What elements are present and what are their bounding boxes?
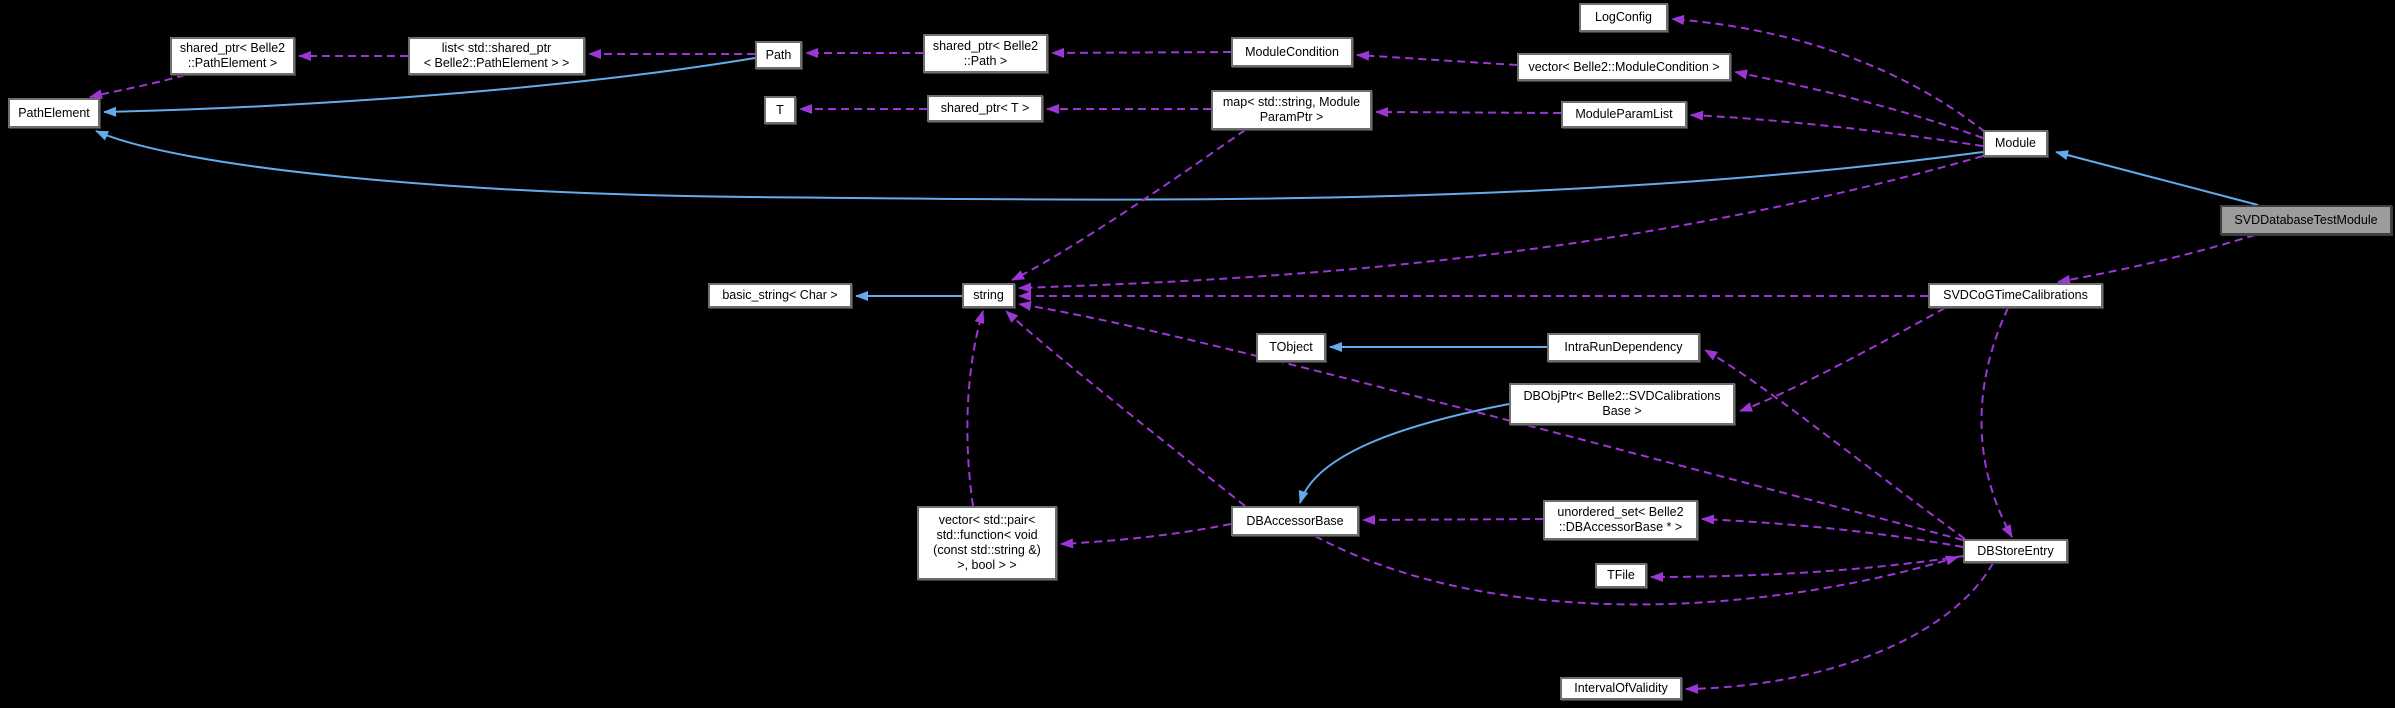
node-tobject[interactable]: TObject xyxy=(1256,333,1326,362)
edge-module-condition-to-shared-ptr-path xyxy=(1051,47,1232,58)
node-list-shared-ptr: list< std::shared_ptr < Belle2::PathElem… xyxy=(408,37,585,75)
node-svd-cog-time-calibrations[interactable]: SVDCoGTimeCalibrations xyxy=(1928,283,2103,308)
edge-module-to-log-config xyxy=(1671,14,1986,133)
node-path-element[interactable]: PathElement xyxy=(8,98,100,128)
node-module[interactable]: Module xyxy=(1983,130,2048,157)
edge-db-store-entry-to-interval-of-validity xyxy=(1685,562,1994,694)
node-db-accessor-base[interactable]: DBAccessorBase xyxy=(1231,506,1359,536)
node-tfile[interactable]: TFile xyxy=(1595,563,1647,588)
edge-unordered-set-dbaccessorbase-to-db-accessor-base xyxy=(1362,514,1544,525)
edge-module-to-string xyxy=(1018,155,1984,293)
edge-vector-modulecondition-to-module-condition xyxy=(1356,50,1518,66)
edge-module-param-list-to-map-moduleparamptr xyxy=(1375,107,1562,118)
node-unordered-set-dbaccessorbase: unordered_set< Belle2 ::DBAccessorBase *… xyxy=(1543,500,1698,540)
node-t: T xyxy=(764,96,796,124)
edge-db-store-entry-to-intra-run-dependency xyxy=(1704,349,1966,540)
edge-module-to-module-param-list xyxy=(1690,110,1984,147)
node-module-param-list[interactable]: ModuleParamList xyxy=(1561,101,1687,128)
edge-module-to-vector-modulecondition xyxy=(1734,69,1984,139)
edge-db-accessor-base-to-db-store-entry xyxy=(1314,535,1959,606)
node-dbobjptr-svdcalibrationsbase[interactable]: DBObjPtr< Belle2::SVDCalibrations Base > xyxy=(1509,383,1735,425)
edge-module-to-path-element xyxy=(95,130,1984,201)
edge-svd-cog-time-calibrations-to-db-store-entry xyxy=(1980,307,2013,538)
node-path[interactable]: Path xyxy=(755,41,802,69)
node-db-store-entry[interactable]: DBStoreEntry xyxy=(1963,539,2068,563)
node-map-moduleparamptr: map< std::string, Module ParamPtr > xyxy=(1211,90,1372,130)
node-shared-ptr-path: shared_ptr< Belle2 ::Path > xyxy=(923,34,1048,73)
node-basic-string: basic_string< Char > xyxy=(708,283,852,308)
node-module-condition[interactable]: ModuleCondition xyxy=(1231,37,1353,67)
node-shared-ptr-t: shared_ptr< T > xyxy=(927,95,1043,122)
edge-vector-pair-function-to-string xyxy=(966,310,985,507)
edge-db-store-entry-to-unordered-set-dbaccessorbase xyxy=(1701,514,1964,548)
node-intra-run-dependency[interactable]: IntraRunDependency xyxy=(1547,333,1700,362)
node-interval-of-validity[interactable]: IntervalOfValidity xyxy=(1560,677,1682,700)
edge-svd-cog-time-calibrations-to-dbobjptr-svdcalibrationsbase xyxy=(1739,307,1946,412)
node-svd-database-test-module: SVDDatabaseTestModule xyxy=(2220,205,2392,235)
edge-map-moduleparamptr-to-string xyxy=(1011,129,1246,281)
node-log-config[interactable]: LogConfig xyxy=(1579,3,1668,32)
edge-dbobjptr-svdcalibrationsbase-to-db-accessor-base xyxy=(1298,403,1510,504)
node-shared-ptr-pathelement: shared_ptr< Belle2 ::PathElement > xyxy=(170,37,295,75)
edge-svd-database-test-module-to-module xyxy=(2055,150,2259,206)
edge-path-to-path-element xyxy=(103,57,756,117)
edge-db-store-entry-to-string xyxy=(1018,300,1964,541)
node-vector-pair-function: vector< std::pair< std::function< void (… xyxy=(917,506,1057,580)
node-string: string xyxy=(962,283,1015,308)
edge-svd-database-test-module-to-svd-cog-time-calibrations xyxy=(2057,234,2256,285)
node-vector-modulecondition: vector< Belle2::ModuleCondition > xyxy=(1517,53,1731,81)
edge-shared-ptr-pathelement-to-path-element xyxy=(89,74,186,100)
edge-db-store-entry-to-tfile xyxy=(1650,555,1964,582)
